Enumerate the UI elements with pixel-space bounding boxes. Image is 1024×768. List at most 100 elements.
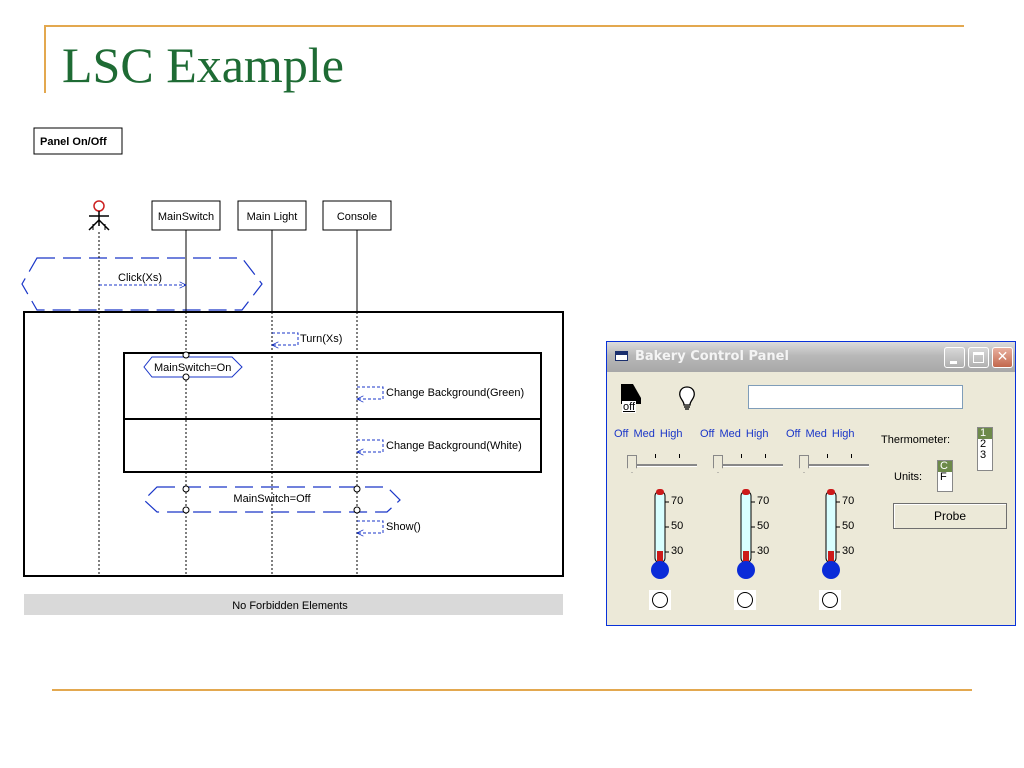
left-accent-line xyxy=(44,25,46,93)
maximize-button[interactable] xyxy=(968,347,989,368)
oven-slider-3[interactable] xyxy=(799,448,869,478)
change-green-arrow xyxy=(357,386,384,399)
switch-label: off xyxy=(622,401,637,413)
bottom-accent-line xyxy=(52,689,972,691)
condition-off-anchor-1 xyxy=(182,485,190,493)
turn-message-label: Turn(Xs) xyxy=(300,333,342,345)
therm3-mark-50: 50 xyxy=(842,520,855,532)
condition-off-hexagon xyxy=(143,486,401,513)
slider-label-med: Med xyxy=(633,428,655,440)
user-actor-icon xyxy=(88,200,110,231)
thermometer-3 xyxy=(822,489,840,579)
display-field[interactable] xyxy=(748,385,963,409)
oven-slider-1[interactable] xyxy=(627,448,697,478)
slider-thumb[interactable] xyxy=(713,455,723,473)
therm3-mark-30: 30 xyxy=(842,545,855,557)
slider-tick xyxy=(851,454,852,458)
therm1-mark-50: 50 xyxy=(671,520,684,532)
slider-labels-1: Off Med High xyxy=(614,428,688,440)
condition-off-anchor-3 xyxy=(353,485,361,493)
probe-indicator-1 xyxy=(649,590,671,610)
bakery-titlebar[interactable]: Bakery Control Panel ✕ xyxy=(607,342,1015,372)
top-accent-line xyxy=(44,25,964,27)
oven-slider-2[interactable] xyxy=(713,448,783,478)
condition-off-anchor-2 xyxy=(182,506,190,514)
slider-track xyxy=(719,464,783,467)
change-white-arrow xyxy=(357,439,384,452)
indicator-circle-icon xyxy=(822,592,838,608)
close-button[interactable]: ✕ xyxy=(992,347,1013,368)
condition-off-label: MainSwitch=Off xyxy=(233,493,311,505)
change-white-label: Change Background(White) xyxy=(386,440,522,452)
therm1-mark-30: 30 xyxy=(671,545,684,557)
lifeline-label-main-light: Main Light xyxy=(247,211,298,223)
slider-tick xyxy=(827,454,828,458)
slider-thumb[interactable] xyxy=(627,455,637,473)
lifeline-label-console: Console xyxy=(337,211,377,223)
therm2-mark-50: 50 xyxy=(757,520,770,532)
probe-indicator-2 xyxy=(734,590,756,610)
show-message-label: Show() xyxy=(386,521,421,533)
window-icon xyxy=(615,351,628,361)
thermometer-option-3[interactable]: 3 xyxy=(980,449,987,461)
thermometer-2 xyxy=(737,489,755,579)
minimize-button[interactable] xyxy=(944,347,965,368)
chart-title-box xyxy=(33,127,123,155)
slider-tick xyxy=(741,454,742,458)
slide-title: LSC Example xyxy=(62,37,344,93)
slider-track xyxy=(805,464,869,467)
units-listbox[interactable]: C F xyxy=(937,460,953,492)
change-green-label: Change Background(Green) xyxy=(386,387,524,399)
probe-indicator-3 xyxy=(819,590,841,610)
lifeline-head-mainswitch xyxy=(151,200,221,231)
slider-label-off: Off xyxy=(786,428,801,440)
bakery-window: Bakery Control Panel ✕ off Off Med High Of… xyxy=(606,341,1016,626)
therm3-mark-70: 70 xyxy=(842,495,855,507)
chart-title: Panel On/Off xyxy=(40,136,107,148)
forbidden-label: No Forbidden Elements xyxy=(232,600,348,612)
light-bulb-icon xyxy=(679,386,695,410)
slider-label-high: High xyxy=(745,428,769,440)
main-chart-box xyxy=(23,311,564,577)
slider-thumb[interactable] xyxy=(799,455,809,473)
slider-tick xyxy=(655,454,656,458)
thermometer-label: Thermometer: xyxy=(881,434,951,446)
main-switch[interactable]: off xyxy=(621,384,641,414)
slider-track xyxy=(633,464,697,467)
lifeline-head-main-light xyxy=(237,200,307,231)
units-option-c[interactable]: C xyxy=(938,461,952,472)
indicator-circle-icon xyxy=(652,592,668,608)
bakery-window-title: Bakery Control Panel xyxy=(635,349,789,364)
units-option-f[interactable]: F xyxy=(940,471,947,483)
show-message-arrow xyxy=(357,520,384,533)
lsc-diagram: Panel On/Off MainSwitch Main Light Conso… xyxy=(21,127,564,615)
forbidden-bar xyxy=(24,594,563,615)
if-then-else-box xyxy=(123,352,542,473)
probe-button[interactable]: Probe xyxy=(893,503,1007,529)
therm1-mark-70: 70 xyxy=(671,495,684,507)
thermometer-listbox[interactable]: 1 2 3 xyxy=(977,427,993,471)
therm2-mark-30: 30 xyxy=(757,545,770,557)
click-message-label: Click(Xs) xyxy=(118,272,162,284)
condition-on-anchor-bottom xyxy=(182,373,190,381)
turn-message-arrow xyxy=(272,332,299,345)
slider-label-high: High xyxy=(831,428,855,440)
condition-on-label: MainSwitch=On xyxy=(154,362,231,374)
slider-labels-2: Off Med High xyxy=(700,428,774,440)
thermometer-option-2[interactable]: 2 xyxy=(980,438,987,450)
therm2-mark-70: 70 xyxy=(757,495,770,507)
thermometer-option-1[interactable]: 1 xyxy=(978,428,992,439)
condition-on-hexagon xyxy=(143,356,243,378)
condition-off-anchor-4 xyxy=(353,506,361,514)
slider-tick xyxy=(679,454,680,458)
condition-on-anchor-top xyxy=(182,351,190,359)
thermometer-1 xyxy=(651,489,669,579)
slider-label-off: Off xyxy=(700,428,715,440)
lifeline-label-mainswitch: MainSwitch xyxy=(158,211,214,223)
indicator-circle-icon xyxy=(737,592,753,608)
slider-label-high: High xyxy=(659,428,683,440)
slider-label-off: Off xyxy=(614,428,629,440)
slider-label-med: Med xyxy=(719,428,741,440)
slider-tick xyxy=(765,454,766,458)
